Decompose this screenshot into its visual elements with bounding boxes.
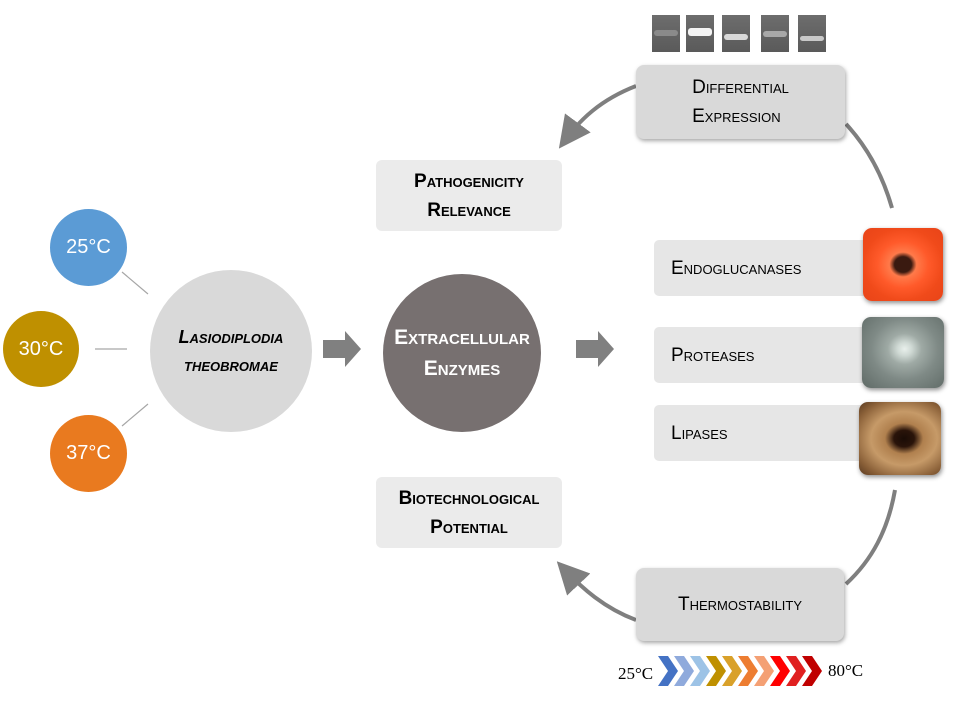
flow-arrow-left bbox=[323, 331, 361, 367]
enzyme-label-proteases: Proteases bbox=[671, 344, 755, 366]
temp-label-25: 25°C bbox=[66, 236, 111, 258]
temp-circle-25: 25°C bbox=[50, 209, 127, 286]
flow-arrow-right bbox=[576, 331, 614, 367]
protease-plate-image bbox=[862, 317, 944, 388]
temp-circle-30: 30°C bbox=[3, 311, 79, 387]
biotechnological-line2: Potential bbox=[430, 516, 508, 538]
temp-circle-37: 37°C bbox=[50, 415, 127, 492]
enzyme-box-endoglucanases: Endoglucanases bbox=[654, 240, 890, 296]
enzymes-title-line1: Extracellular bbox=[394, 326, 530, 349]
connector-25 bbox=[121, 271, 149, 295]
organism-circle: Lasiodiplodia theobromae bbox=[150, 270, 312, 432]
enzymes-title-line2: Enzymes bbox=[423, 357, 501, 380]
cycle-arrow-bottom bbox=[556, 561, 637, 622]
temp-label-37: 37°C bbox=[66, 442, 111, 464]
enzyme-label-endoglucanases: Endoglucanases bbox=[671, 257, 802, 279]
connector-37 bbox=[121, 403, 149, 427]
organism-genus: Lasiodiplodia bbox=[178, 327, 284, 347]
chevron-arrow-icon bbox=[658, 656, 822, 686]
endoglucanase-plate-image bbox=[863, 228, 943, 301]
thermostability-box: Thermostability bbox=[636, 568, 844, 641]
scale-low-label: 25°C bbox=[618, 664, 654, 683]
enzyme-label-lipases: Lipases bbox=[671, 422, 728, 444]
scale-high-label: 80°C bbox=[828, 661, 864, 680]
enzyme-box-proteases: Proteases bbox=[654, 327, 890, 383]
enzyme-box-lipases: Lipases bbox=[654, 405, 890, 461]
biotechnological-line1: Biotechnological bbox=[398, 487, 540, 509]
thermostability-label: Thermostability bbox=[677, 594, 803, 615]
differential-expression-box: Differential Expression bbox=[636, 65, 845, 139]
cycle-arrow-top bbox=[558, 84, 637, 149]
differential-line1: Differential bbox=[692, 77, 789, 98]
organism-species: theobromae bbox=[184, 355, 278, 375]
pathogenicity-relevance-box: Pathogenicity Relevance bbox=[376, 160, 562, 231]
lipase-plate-image bbox=[859, 402, 941, 475]
cycle-arc-upper bbox=[844, 122, 894, 209]
pathogenicity-line2: Relevance bbox=[427, 199, 511, 221]
cycle-arc-lower bbox=[844, 489, 897, 586]
differential-line2: Expression bbox=[692, 106, 781, 127]
temp-label-30: 30°C bbox=[18, 337, 64, 360]
pathogenicity-line1: Pathogenicity bbox=[414, 170, 524, 192]
extracellular-enzymes-circle: Extracellular Enzymes bbox=[383, 274, 541, 432]
biotechnological-potential-box: Biotechnological Potential bbox=[376, 477, 562, 548]
